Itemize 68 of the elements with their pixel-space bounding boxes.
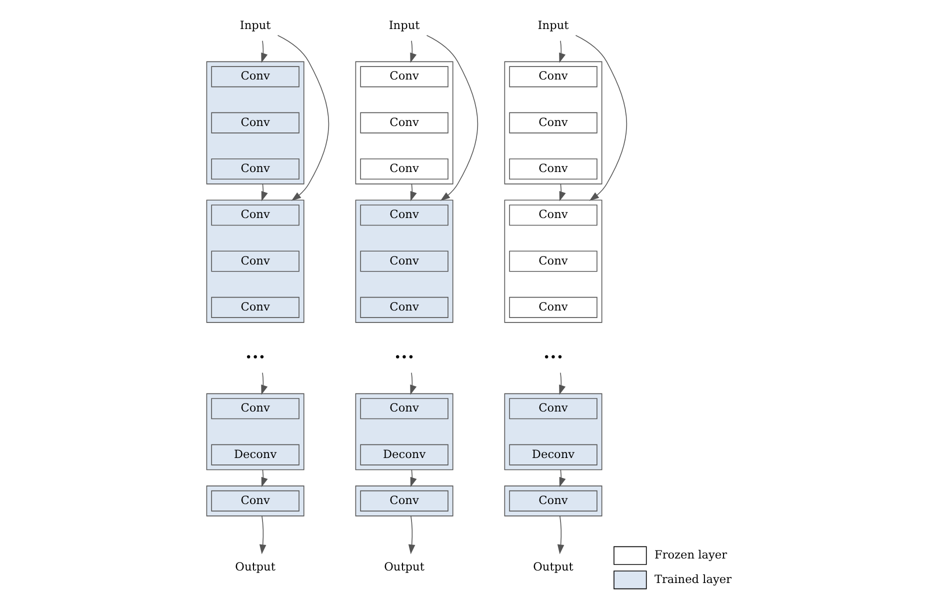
node-box: Conv [508, 204, 597, 226]
node-box: Conv [210, 158, 299, 180]
arrow [558, 469, 566, 488]
arrow [558, 40, 566, 63]
node-box: Conv [360, 250, 448, 272]
node-box: Conv [360, 112, 448, 134]
arrow [426, 34, 478, 201]
node-box: Conv [508, 66, 597, 88]
arrow [260, 184, 268, 202]
node-box: Conv [360, 296, 448, 318]
arrow [558, 372, 566, 395]
node-box: Conv [360, 204, 448, 226]
node-box: Deconv [360, 444, 448, 466]
arrow [260, 469, 268, 488]
node-box: Conv [210, 296, 299, 318]
node-text: ••• [542, 350, 563, 364]
node-box: Conv [508, 158, 597, 180]
node-box: Conv [508, 398, 597, 420]
cluster [206, 486, 304, 516]
node-text: ••• [244, 350, 265, 364]
node-box: Conv [360, 158, 448, 180]
arrow [574, 34, 627, 201]
node-text: Output [532, 560, 573, 574]
cluster [504, 200, 602, 323]
arrow [260, 372, 268, 395]
node-box: Conv [210, 250, 299, 272]
node-box: Conv [210, 490, 299, 512]
cluster [354, 61, 453, 184]
node-box: Conv [360, 490, 448, 512]
node-text: Output [384, 560, 424, 574]
arrow [408, 516, 415, 554]
cluster [354, 486, 453, 516]
cluster [206, 200, 304, 323]
node-box: Conv [508, 490, 597, 512]
node-box: Deconv [210, 444, 299, 466]
node-text: ••• [394, 350, 414, 364]
node-box: Conv [360, 66, 448, 88]
arrow [410, 40, 416, 63]
node-box: Conv [508, 112, 597, 134]
arrow [258, 516, 266, 554]
legend-label: Frozen layer [654, 548, 727, 562]
node-text: Input [388, 18, 420, 32]
node-box: Conv [210, 398, 299, 420]
node-box: Conv [508, 296, 597, 318]
cluster [354, 393, 453, 470]
arrow [556, 516, 564, 554]
arrow [558, 184, 566, 202]
cluster [206, 393, 304, 470]
arrow [410, 184, 416, 202]
node-text: Output [234, 560, 275, 574]
node-box: Conv [360, 398, 448, 420]
node-text: Input [537, 18, 568, 32]
node-box: Deconv [508, 444, 597, 466]
arrow [276, 34, 329, 201]
legend-label: Trained layer [654, 572, 732, 586]
cluster [504, 393, 602, 470]
cluster [206, 61, 304, 184]
node-box: Conv [210, 204, 299, 226]
cluster [504, 486, 602, 516]
arrow [410, 372, 416, 395]
arrow [260, 40, 268, 63]
node-box: Conv [210, 112, 299, 134]
cluster [504, 61, 602, 184]
node-box: Conv [210, 66, 299, 88]
node-text: Input [239, 18, 270, 32]
arrow [410, 469, 416, 488]
cluster [354, 200, 453, 323]
node-box: Conv [508, 250, 597, 272]
